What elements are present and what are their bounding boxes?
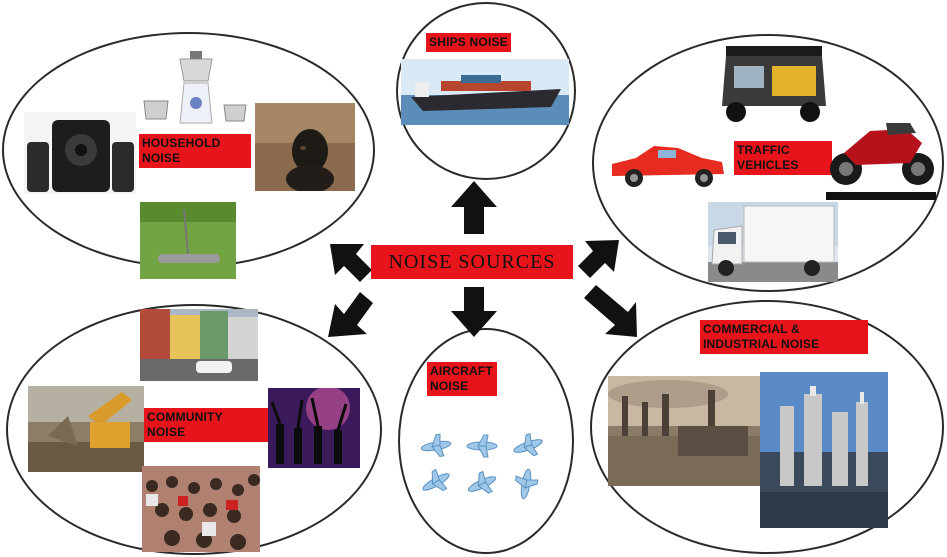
- crowd-photo: [142, 466, 260, 552]
- street-photo: [140, 309, 258, 381]
- mixer-icon: [140, 45, 252, 130]
- plant-photo: [760, 372, 888, 528]
- airplane-icon: [420, 432, 543, 500]
- arrow-down-right: [584, 285, 637, 337]
- ship-photo: [401, 59, 569, 125]
- traffic-label: TRAFFIC VEHICLES: [734, 141, 832, 175]
- arrow-down: [451, 287, 497, 337]
- dog-photo: [255, 103, 355, 191]
- car-icon: [606, 134, 728, 190]
- center-label-noise-sources: NOISE SOURCES: [371, 245, 573, 279]
- excavator-photo: [28, 386, 144, 472]
- factory-photo: [608, 376, 760, 486]
- arrow-up-left: [330, 244, 372, 282]
- ships-label: SHIPS NOISE: [426, 33, 511, 52]
- traffic-strip: [826, 192, 936, 200]
- industrial-label: COMMERCIAL & INDUSTRIAL NOISE: [700, 320, 868, 354]
- community-label: COMMUNITY NOISE: [144, 408, 268, 442]
- truck-photo: [708, 202, 838, 282]
- auto-rickshaw-photo: [712, 40, 834, 126]
- motorcycle-photo: [826, 113, 936, 189]
- aircraft-label: AIRCRAFT NOISE: [427, 362, 497, 396]
- arrow-up: [451, 181, 497, 234]
- lawn-roller-photo: [140, 202, 236, 279]
- household-label: HOUSEHOLD NOISE: [139, 134, 251, 168]
- arrow-up-right: [578, 240, 619, 278]
- speaker-icon: [24, 112, 136, 194]
- party-photo: [268, 388, 360, 468]
- arrow-down-left: [328, 292, 373, 337]
